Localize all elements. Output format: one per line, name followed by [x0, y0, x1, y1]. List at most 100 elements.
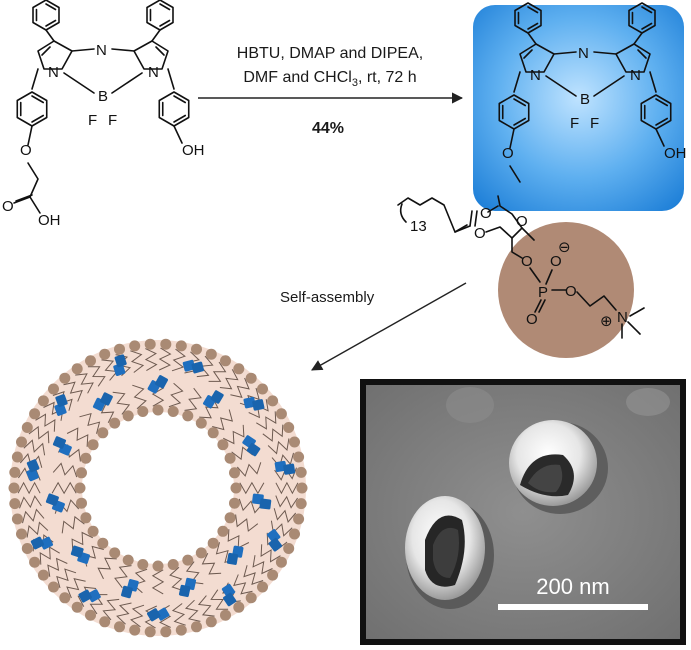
- svg-text:F: F: [88, 112, 97, 129]
- lipid-head-outer: [205, 616, 217, 628]
- chain-count: 13: [410, 218, 427, 235]
- lipid-head-inner: [167, 406, 179, 417]
- lipid-head-inner: [122, 410, 134, 422]
- svg-text:⊕: ⊕: [600, 313, 613, 330]
- lipid-head-inner: [224, 512, 236, 524]
- lipid-head-outer: [11, 451, 23, 463]
- lipid-head-outer: [99, 348, 111, 360]
- svg-text:O: O: [480, 205, 492, 222]
- lipid-head-outer: [220, 355, 231, 367]
- lipid-head-outer: [16, 436, 27, 448]
- lipid-head-outer: [245, 372, 257, 384]
- tem-micrograph: 200 nm: [360, 379, 686, 645]
- lipid-head-outer: [129, 624, 141, 636]
- lipid-head-inner: [217, 439, 229, 451]
- lipid-head-outer: [175, 340, 187, 352]
- lipid-head-inner: [229, 467, 240, 479]
- lipid-head-inner: [74, 482, 86, 494]
- svg-text:F: F: [108, 112, 117, 129]
- lipid-head-outer: [48, 581, 59, 593]
- svg-text:O: O: [550, 253, 562, 270]
- lipid-head-outer: [8, 482, 20, 494]
- tem-vesicle-2: [405, 496, 494, 609]
- svg-text:O: O: [502, 145, 514, 162]
- lipid-head-inner: [182, 410, 194, 422]
- svg-text:O: O: [565, 283, 577, 300]
- scale-bar-label: 200 nm: [536, 574, 609, 599]
- scale-bar: [498, 604, 648, 610]
- lipid-head-inner: [87, 525, 99, 537]
- svg-text:N: N: [630, 67, 641, 84]
- lipid-head-outer: [59, 592, 71, 604]
- lipid-head-inner: [137, 406, 149, 417]
- svg-text:OH: OH: [664, 145, 687, 162]
- lipid-head-outer: [37, 569, 49, 581]
- svg-text:O: O: [20, 142, 32, 159]
- svg-text:F: F: [570, 115, 579, 132]
- lipid-head-outer: [275, 556, 287, 568]
- nitrogen-atom: N: [617, 309, 628, 326]
- lipid-head-inner: [229, 497, 240, 509]
- conditions-line-1: HBTU, DMAP and DIPEA,: [237, 45, 423, 62]
- lipid-head-outer: [267, 569, 279, 581]
- lipid-head-inner: [97, 537, 109, 549]
- lipid-head-outer: [9, 498, 21, 510]
- lipid-head-inner: [137, 559, 149, 570]
- lipid-head-outer: [21, 543, 33, 554]
- lipid-head-outer: [160, 626, 172, 638]
- lipid-head-outer: [114, 343, 125, 355]
- lipid-head-outer: [144, 338, 156, 350]
- svg-text:O: O: [526, 311, 538, 328]
- svg-text:N: N: [96, 42, 107, 59]
- reaction-yield: 44%: [312, 120, 344, 137]
- lipid-head-outer: [245, 592, 257, 604]
- lipid-head-outer: [114, 621, 125, 633]
- lipid-head-outer: [160, 338, 172, 350]
- lipid-head-outer: [296, 482, 308, 494]
- lipid-head-outer: [59, 372, 71, 384]
- conditions-line-2: DMF and CHCl3, rt, 72 h: [243, 69, 416, 89]
- reaction-arrow-group: HBTU, DMAP and DIPEA, DMF and CHCl3, rt,…: [198, 45, 464, 137]
- svg-text:⊖: ⊖: [558, 239, 571, 256]
- lipid-head-outer: [293, 451, 305, 463]
- lipid-head-outer: [233, 601, 245, 613]
- svg-text:O: O: [521, 253, 533, 270]
- svg-text:N: N: [530, 67, 541, 84]
- lipid-head-outer: [293, 513, 305, 525]
- lipid-head-inner: [224, 452, 236, 464]
- lipid-head-outer: [9, 466, 21, 478]
- lipid-head-inner: [76, 467, 87, 479]
- lipid-head-outer: [144, 626, 156, 638]
- lipid-head-inner: [167, 559, 179, 570]
- lipid-head-outer: [29, 556, 41, 568]
- lipid-head-inner: [97, 427, 109, 439]
- lipid-head-inner: [207, 427, 219, 439]
- lipid-head-inner: [152, 404, 164, 416]
- lipid-head-inner: [80, 452, 92, 464]
- lipid-head-outer: [175, 624, 187, 636]
- lipid-head-outer: [71, 363, 83, 375]
- lipid-head-inner: [80, 512, 92, 524]
- svg-text:O: O: [2, 198, 14, 215]
- lipid-head-outer: [85, 609, 96, 621]
- svg-text:OH: OH: [38, 212, 61, 229]
- lipid-head-outer: [48, 383, 59, 395]
- tem-vesicle-1: [509, 420, 608, 514]
- lipid-head-inner: [195, 547, 207, 559]
- lipid-head-inner: [109, 547, 121, 559]
- lipid-head-outer: [267, 395, 279, 407]
- lipid-head-outer: [29, 408, 41, 420]
- lipid-head-outer: [16, 528, 27, 540]
- lipid-head-outer: [295, 498, 307, 510]
- self-assembly-label: Self-assembly: [280, 289, 375, 306]
- lipid-head-outer: [11, 513, 23, 525]
- lipid-head-outer: [289, 528, 300, 540]
- lipid-head-inner: [182, 554, 194, 566]
- svg-text:N: N: [48, 64, 59, 81]
- svg-text:O: O: [474, 225, 486, 242]
- phospholipid: O 13 O O O P O ⊖ O O N ⊕: [397, 195, 645, 358]
- svg-text:F: F: [590, 115, 599, 132]
- lipid-head-outer: [85, 355, 96, 367]
